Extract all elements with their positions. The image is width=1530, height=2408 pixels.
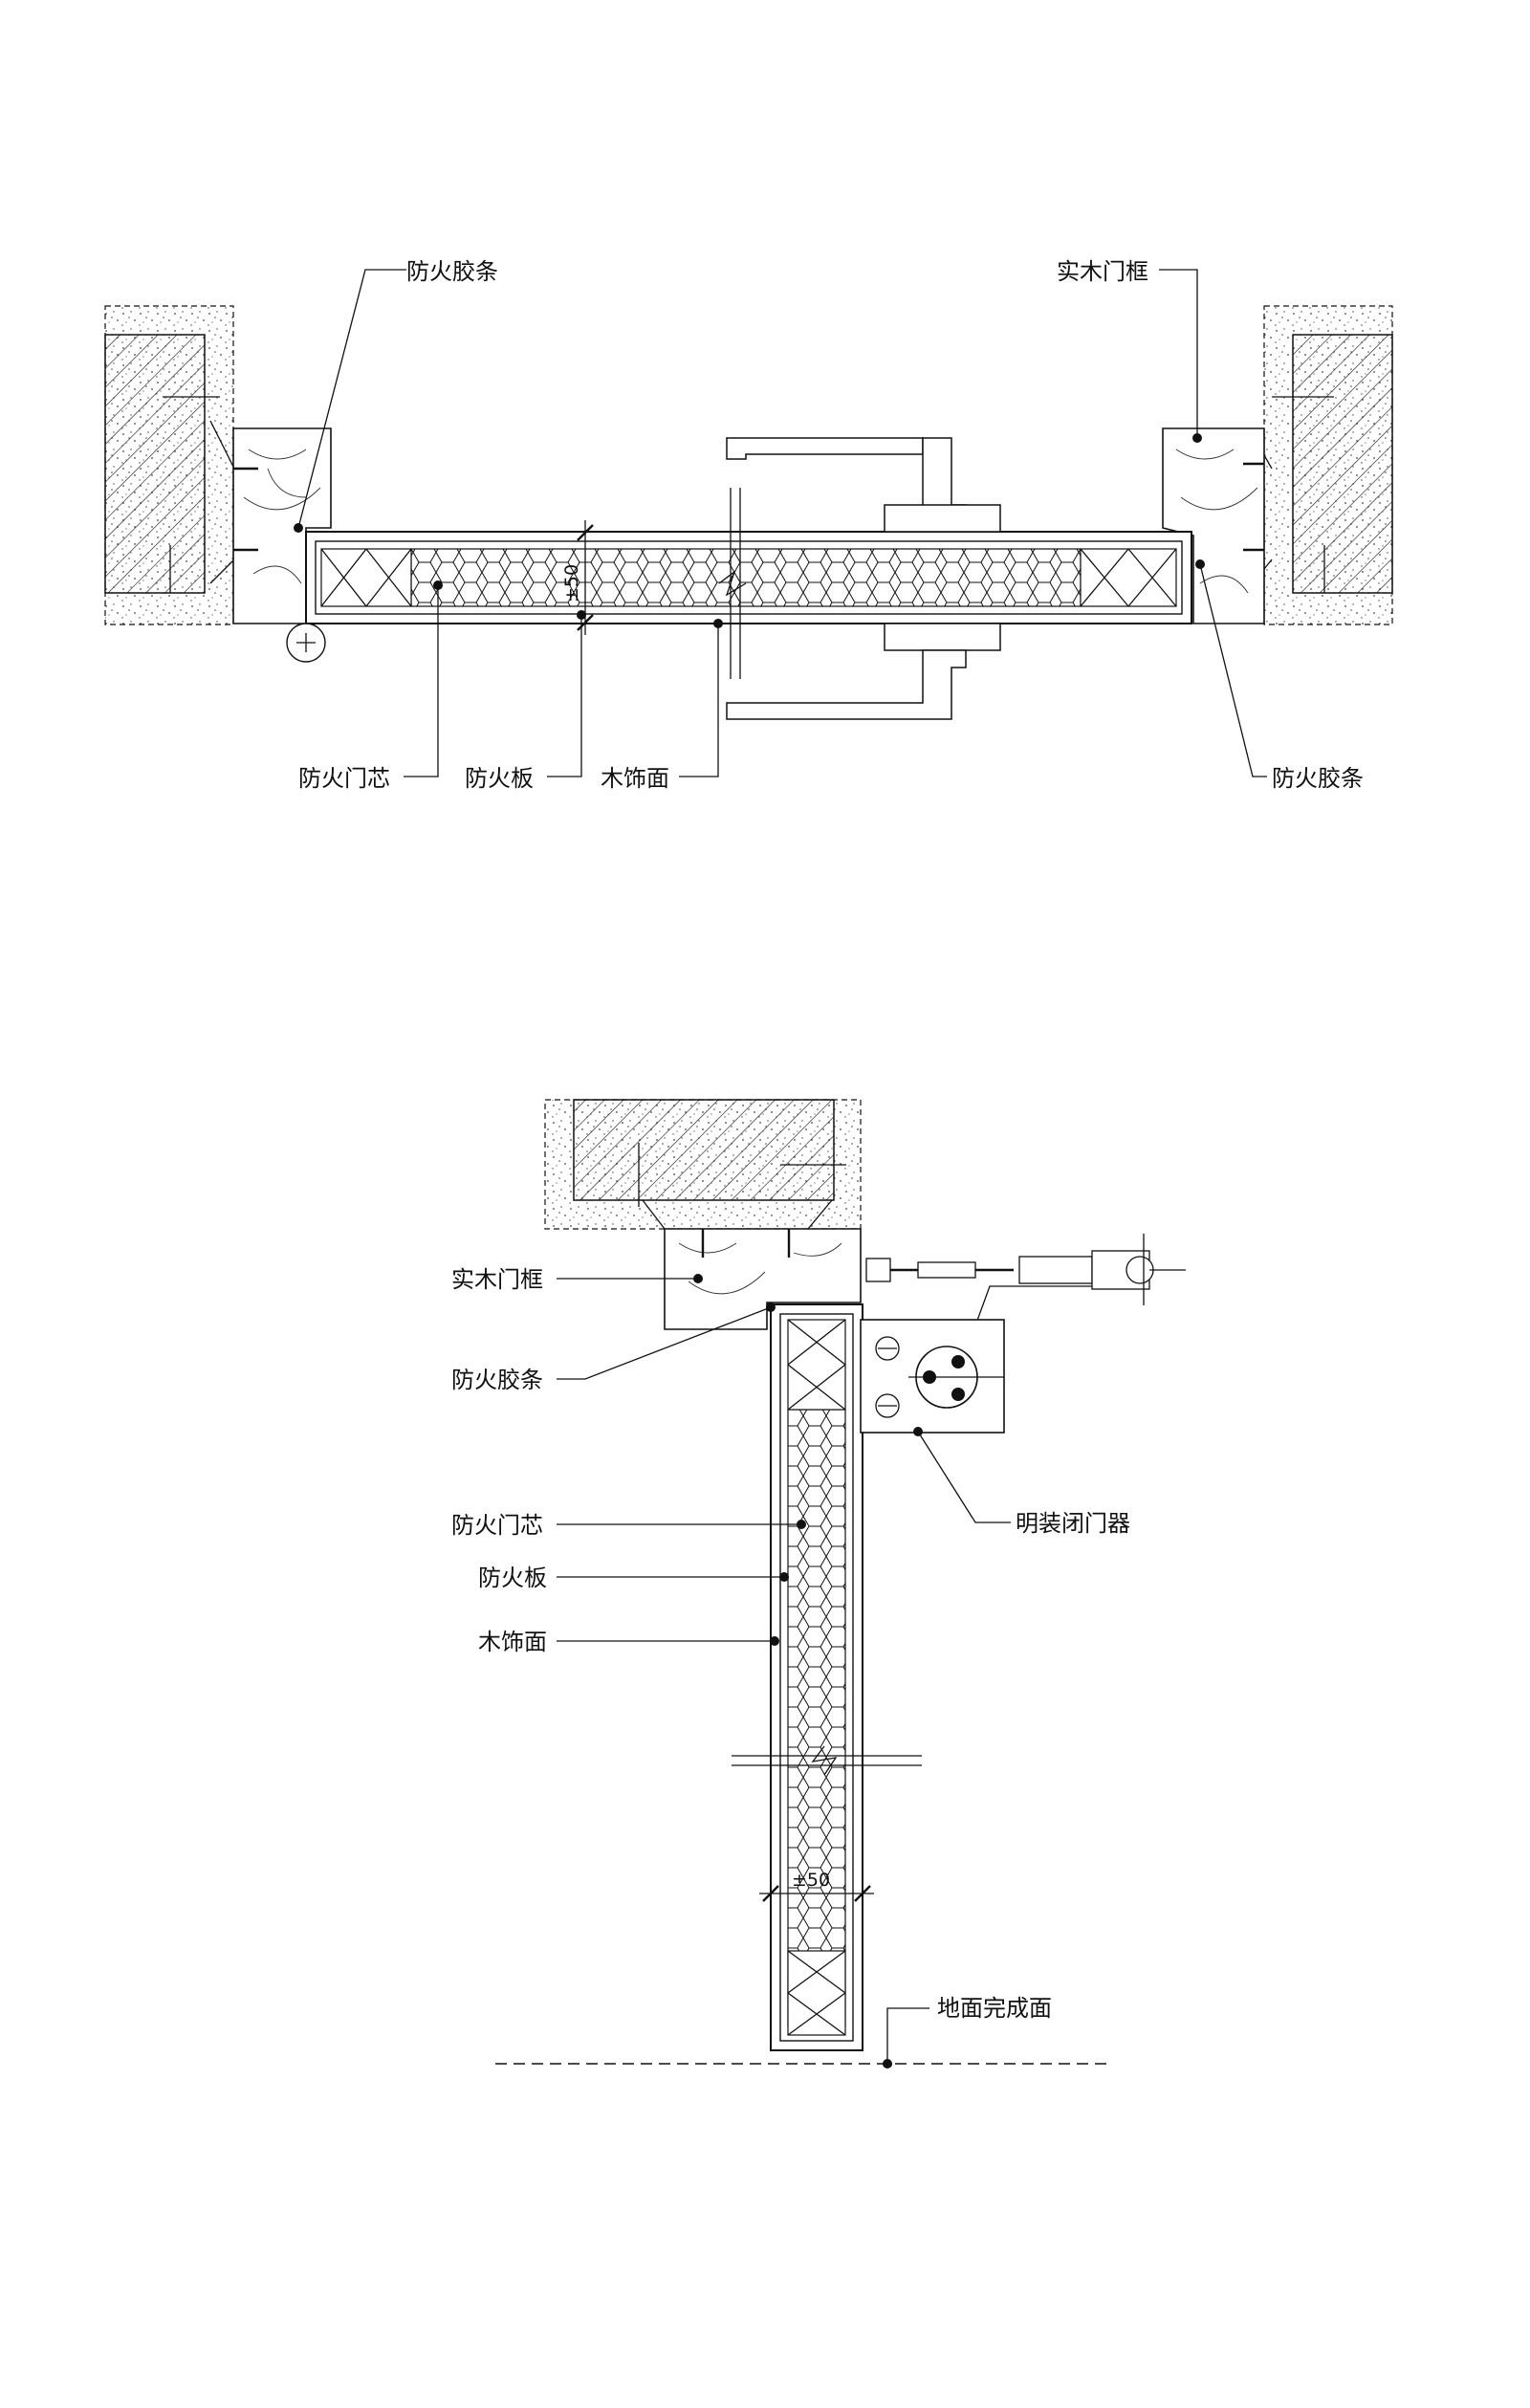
leaders-section: [557, 1274, 1011, 2069]
label-wood-veneer-plan: 木饰面: [601, 765, 669, 792]
plan-view: ±50 防火胶条 实木门框 防火门芯 防火板 木饰面 防火胶条: [104, 258, 1393, 792]
dimension-section-text: ±50: [792, 1870, 830, 1891]
label-solid-frame-top-right: 实木门框: [1057, 258, 1148, 285]
head-wall: [544, 1099, 862, 1230]
door-closer-body: [860, 1319, 1005, 1434]
left-wall: [104, 305, 235, 625]
break-line-plan: [718, 488, 747, 679]
break-line-section: [732, 1745, 922, 1776]
right-frame: [1162, 427, 1265, 624]
timber-blocks-left: [320, 548, 412, 607]
label-finished-floor: 地面完成面: [937, 1995, 1052, 2022]
leaders-plan: [294, 269, 1267, 777]
section-view: ±50: [451, 1099, 1186, 2069]
label-fire-board-plan: 防火板: [465, 765, 534, 792]
right-wall: [1252, 305, 1393, 625]
dimension-plan-text: ±50: [561, 564, 582, 602]
timber-blocks-top: [787, 1319, 846, 1411]
label-fire-core-plan: 防火门芯: [298, 765, 390, 792]
label-wood-veneer-section: 木饰面: [478, 1629, 547, 1655]
label-fire-strip-bottom-right: 防火胶条: [1272, 765, 1364, 792]
door-leaf-section: [770, 1303, 863, 2051]
label-fire-strip-section: 防火胶条: [451, 1367, 543, 1393]
dimension-section: ±50: [759, 1870, 874, 1902]
section-frame: [664, 1228, 862, 1330]
label-door-closer: 明装闭门器: [1016, 1510, 1130, 1537]
label-fire-strip-top-left: 防火胶条: [406, 258, 498, 285]
dimension-plan: ±50: [561, 520, 594, 635]
door-closer-arm: [865, 1234, 1186, 1340]
hinge-symbol: [286, 623, 326, 663]
timber-blocks-bottom: [787, 1950, 846, 2036]
door-leaf-plan: [305, 531, 1192, 624]
label-solid-frame-section: 实木门框: [451, 1266, 543, 1293]
left-frame: [232, 427, 332, 624]
label-fire-core-section: 防火门芯: [451, 1512, 543, 1539]
timber-blocks-right: [1080, 548, 1177, 607]
lever-handle: [726, 437, 1001, 720]
label-fire-board-section: 防火板: [478, 1565, 547, 1591]
